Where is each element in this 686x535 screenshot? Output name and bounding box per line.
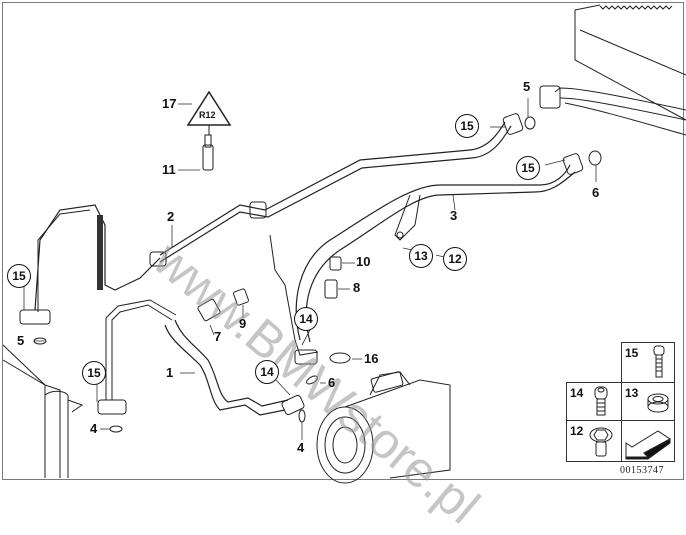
callout-3: 3 <box>450 208 458 223</box>
callout-11: 11 <box>162 162 176 177</box>
refrigerant-warning-triangle-icon: R12 <box>199 110 216 120</box>
direction-arrow-icon <box>625 430 671 460</box>
callout-10: 10 <box>356 254 371 269</box>
callout-13: 13 <box>409 244 433 268</box>
callout-15-top-right: 15 <box>455 114 479 138</box>
callout-16: 16 <box>364 351 379 366</box>
legend-label-15: 15 <box>625 346 639 360</box>
callout-5-right: 5 <box>523 79 531 94</box>
callout-2: 2 <box>167 209 175 224</box>
document-number: 00153747 <box>620 465 664 476</box>
callout-5-left: 5 <box>17 333 25 348</box>
callout-1: 1 <box>166 365 174 380</box>
compressor-drawing <box>316 371 451 484</box>
legend-cell-14: 14 <box>566 382 623 422</box>
receiver-drier-drawing <box>2 344 84 478</box>
bolt-long-icon <box>653 345 665 378</box>
legend-label-12: 12 <box>570 424 584 438</box>
callout-7: 7 <box>214 329 222 344</box>
callout-8: 8 <box>353 280 361 295</box>
legend-label-13: 13 <box>625 386 639 400</box>
legend-cell-arrow <box>621 420 675 462</box>
callout-6-center: 6 <box>328 375 336 390</box>
condenser-drawing <box>539 4 686 136</box>
callout-12: 12 <box>443 247 467 271</box>
socket-bolt-icon <box>594 386 608 416</box>
legend-label-14: 14 <box>570 386 584 400</box>
callout-4-left: 4 <box>90 421 98 436</box>
legend-cell-15: 15 <box>621 342 675 384</box>
callout-9: 9 <box>239 316 247 331</box>
callout-15-right: 15 <box>516 156 540 180</box>
callout-6-right: 6 <box>592 185 600 200</box>
legend-cell-13: 13 <box>621 382 675 422</box>
callout-15-left: 15 <box>7 264 31 288</box>
callout-15-bottom-left: 15 <box>82 361 106 385</box>
callout-14-upper: 14 <box>294 307 318 331</box>
flange-bolt-icon <box>589 427 613 457</box>
callout-4-center: 4 <box>297 440 305 455</box>
callout-17: 17 <box>162 96 177 111</box>
parts-drawing <box>2 4 686 484</box>
callout-14-lower: 14 <box>255 360 279 384</box>
grommet-icon <box>647 393 669 413</box>
legend-cell-12: 12 <box>566 420 623 462</box>
